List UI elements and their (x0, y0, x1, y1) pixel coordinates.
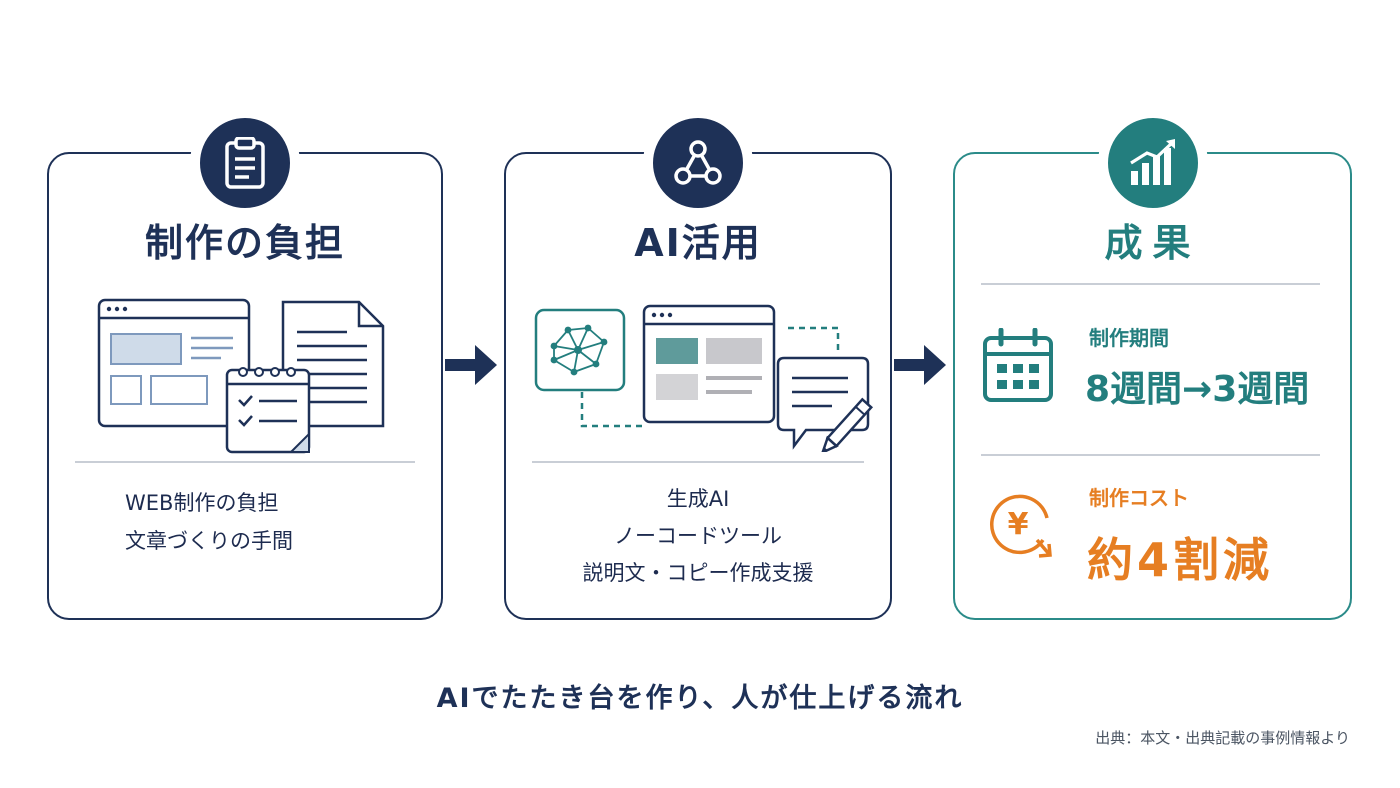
card-title: 制作の負担 (144, 221, 345, 265)
card-item: WEB制作の負担 (125, 491, 279, 515)
result-label-period: 制作期間 (1089, 326, 1169, 350)
clipboard-icon (225, 137, 265, 189)
yen-down-icon: ¥ (990, 494, 1052, 558)
card-divider (981, 283, 1320, 285)
card-title: AI活用 (634, 221, 762, 265)
card-items: 生成AI ノーコードツール 説明文・コピー作成支援 (506, 481, 890, 592)
source-note: 出典：本文・出典記載の事例情報より (1095, 729, 1350, 747)
card-badge (1097, 108, 1208, 218)
footer-tagline: AIでたたき台を作り、人が仕上げる流れ (436, 683, 964, 714)
network-icon (674, 140, 722, 185)
card-divider (532, 461, 864, 463)
web-document-illustration (97, 298, 385, 454)
card-badge (190, 108, 300, 218)
flow-arrow (445, 345, 497, 385)
card-ai-usage: AI活用 (504, 108, 892, 620)
card-items: WEB制作の負担 文章づくりの手間 (125, 484, 441, 560)
card-divider (75, 461, 415, 463)
card-results: 成果 制作期間 8週間→3週間 ¥ 制作コスト 約4割減 (953, 108, 1352, 620)
result-label-cost: 制作コスト (1089, 486, 1189, 510)
result-value-cost: 約4割減 (1087, 533, 1274, 587)
card-item: 説明文・コピー作成支援 (582, 561, 814, 585)
result-divider (981, 454, 1320, 456)
card-title: 成果 (1104, 221, 1201, 265)
card-badge (643, 108, 753, 218)
ai-tool-illustration (534, 304, 874, 452)
svg-text:¥: ¥ (1008, 507, 1029, 542)
card-item: 文章づくりの手間 (125, 529, 293, 553)
calendar-icon (983, 328, 1053, 402)
card-item: 生成AI (666, 487, 730, 511)
card-item: ノーコードツール (614, 524, 782, 548)
flow-arrow (894, 345, 946, 385)
result-value-period: 8週間→3週間 (1085, 369, 1310, 410)
card-production-burden: 制作の負担 WEB制作の負担 文章づくりの手間 (47, 108, 443, 620)
growth-chart-icon (1129, 139, 1175, 185)
